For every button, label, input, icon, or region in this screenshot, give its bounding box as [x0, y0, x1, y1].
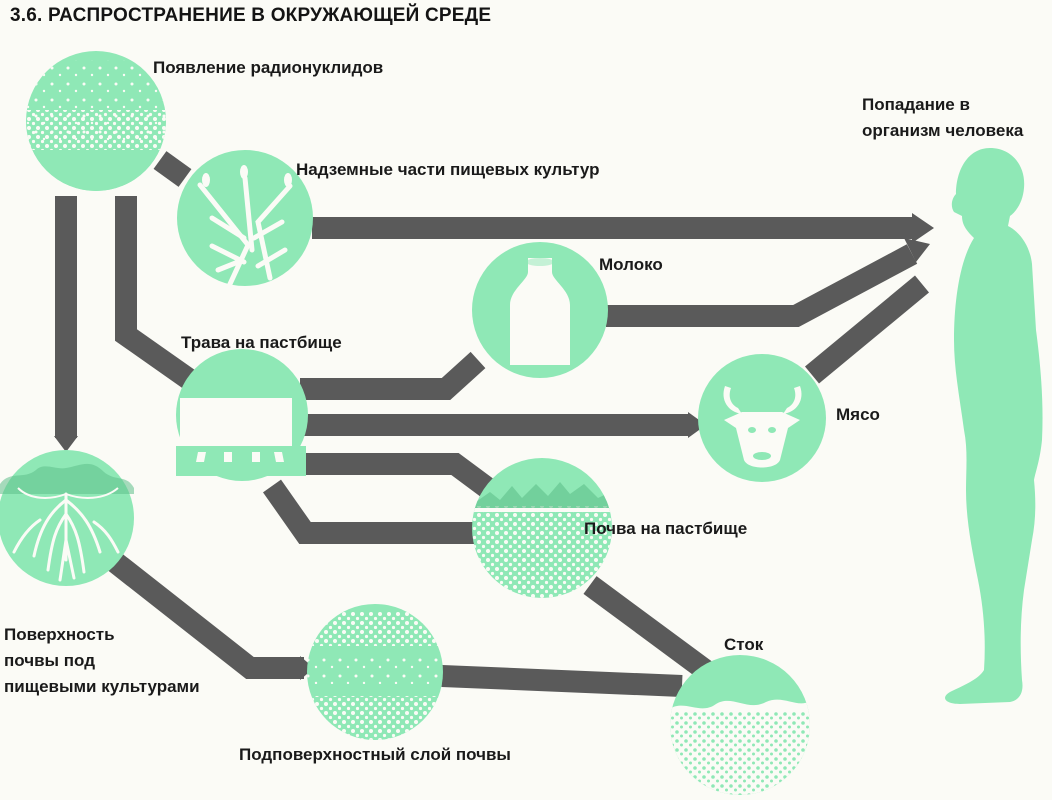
flow-milk-to-human: [606, 244, 918, 327]
label-subsurface: Подповерхностный слой почвы: [239, 745, 511, 764]
human-silhouette-icon: [945, 148, 1043, 704]
node-pasture-grass: [176, 349, 308, 481]
label-pasture-soil: Почва на пастбище: [584, 519, 748, 538]
soil-layer-icon: [307, 612, 443, 740]
label-crop-soil-line-3: пищевыми культурами: [4, 677, 200, 696]
node-crops: [177, 150, 313, 287]
label-crop-soil-line-2: почвы под: [4, 651, 96, 670]
node-radionuclides: [26, 51, 166, 191]
milk-bottle-icon: [510, 258, 570, 365]
flow-pasture-to-milk: [300, 351, 486, 400]
arrowhead-milk: [904, 238, 930, 262]
label-crop-soil-line-1: Поверхность: [4, 625, 115, 644]
flow-meat-to-human: [804, 275, 930, 384]
arrowhead-crops: [912, 213, 934, 243]
wheat-icon: [197, 175, 293, 287]
flow-subsurface-to-runoff: [441, 665, 683, 697]
flow-pasture-to-soil-lower: [262, 479, 478, 544]
node-milk: [472, 242, 608, 378]
label-crops: Надземные части пищевых культур: [296, 160, 600, 179]
label-human: Попадание в организм человека: [862, 92, 1023, 144]
label-crop-soil: Поверхность почвы под пищевыми культурам…: [4, 622, 200, 700]
label-meat: Мясо: [836, 405, 880, 424]
arrowhead-meat: [688, 412, 706, 438]
arrowhead-subsurface: [300, 656, 314, 680]
node-meat: [698, 354, 826, 482]
label-pasture-grass: Трава на пастбище: [181, 333, 342, 352]
flow-arrows: [55, 151, 930, 697]
arrow-heads: [54, 213, 934, 680]
flow-pastsoil-to-runoff: [583, 576, 712, 679]
label-runoff: Сток: [724, 635, 764, 654]
plant-roots-icon: [0, 463, 134, 582]
flow-pasture-to-soil-upper: [290, 453, 497, 499]
arrowhead-cropsoil: [54, 436, 78, 452]
page-title: 3.6. РАСПРОСТРАНЕНИЕ В ОКРУЖАЮЩЕЙ СРЕДЕ: [10, 5, 492, 26]
label-human-line-2: организм человека: [862, 121, 1024, 140]
bull-head-icon: [723, 386, 802, 468]
flow-radionuclides-to-pasture: [115, 196, 197, 389]
label-human-line-1: Попадание в: [862, 95, 970, 114]
label-milk: Молоко: [599, 255, 663, 274]
flow-cropsoil-to-subsurface: [108, 553, 304, 679]
flow-radionuclides-to-crops: [153, 151, 192, 187]
label-radionuclides: Появление радионуклидов: [153, 58, 384, 77]
node-subsurface: [307, 604, 443, 740]
node-crop-soil: [0, 450, 134, 586]
node-runoff: [670, 655, 810, 795]
runoff-icon: [670, 699, 810, 795]
